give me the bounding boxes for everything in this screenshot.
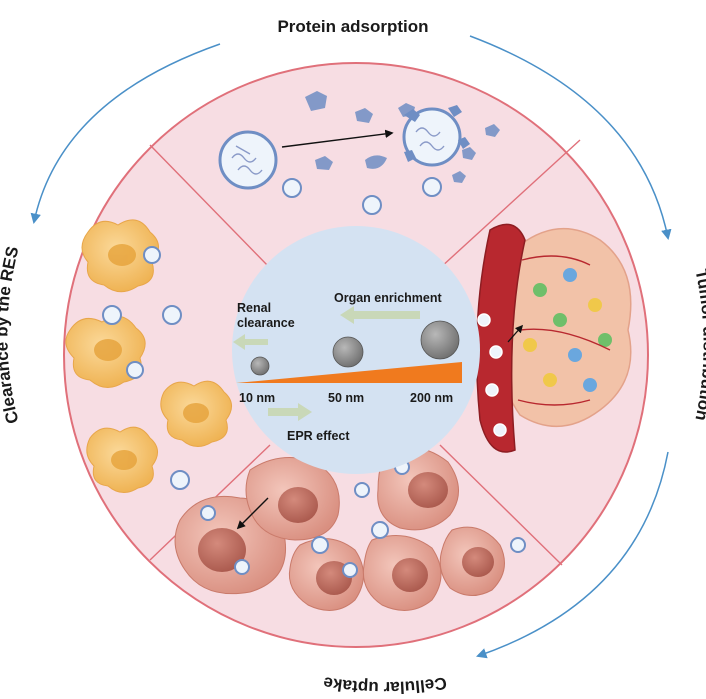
- dna-strands: [231, 145, 263, 175]
- cycle-arrow-top-left: [30, 43, 221, 225]
- tumor-distribution-sector: [475, 223, 632, 453]
- size-label-50nm: 50 nm: [328, 391, 364, 405]
- label-protein-adsorption: Protein adsorption: [277, 17, 428, 36]
- small-nanoparticles: [282, 177, 442, 215]
- protein-blobs: [305, 91, 500, 183]
- cycle-arrow-top-right: [469, 35, 672, 241]
- sphere-10nm: [250, 356, 270, 376]
- cycle-arrow-bottom-right: [476, 451, 669, 659]
- macrophage-nuclei: [94, 244, 209, 470]
- sphere-200nm: [420, 320, 460, 360]
- circulating-nanoparticles: [477, 313, 507, 437]
- capillaries: [517, 255, 611, 406]
- size-label-10nm: 10 nm: [239, 391, 275, 405]
- renal-arrow: [233, 334, 268, 350]
- corona-proteins: [404, 105, 470, 162]
- size-wedge: [236, 362, 462, 383]
- label-clearance-res: Clearance by the RES: [0, 244, 23, 425]
- dna-strands-coated: [415, 127, 445, 151]
- size-label-200nm: 200 nm: [410, 391, 453, 405]
- tumor-cells: [523, 268, 612, 392]
- res-clearance-sector: [65, 219, 232, 493]
- sphere-50nm: [332, 336, 364, 368]
- protein-coated-nanoparticle: [402, 107, 462, 167]
- epr-arrow: [268, 403, 312, 421]
- macrophages: [65, 219, 232, 493]
- uptake-arrow: [236, 497, 269, 530]
- bare-nanoparticle: [218, 130, 278, 190]
- cellular-uptake-sector: [174, 446, 526, 611]
- center-size-panel: Renal clearance Organ enrichment EPR eff…: [232, 226, 480, 474]
- adsorption-arrow: [281, 129, 394, 148]
- cell-nuclei: [198, 472, 494, 595]
- label-cellular-uptake: Cellular uptake: [322, 673, 448, 694]
- renal-label-line1: Renal: [237, 301, 271, 315]
- res-nanoparticles: [102, 246, 190, 490]
- renal-label-line2: clearance: [237, 316, 295, 330]
- organ-arrow: [340, 306, 420, 324]
- protein-adsorption-sector: [218, 91, 500, 215]
- uptake-nanoparticles: [200, 459, 526, 578]
- label-tumor-distribution: Tumor distribution: [691, 268, 706, 423]
- epr-label: EPR effect: [287, 429, 350, 443]
- extravasation-arrow: [507, 324, 524, 343]
- organ-enrichment-label: Organ enrichment: [334, 291, 442, 305]
